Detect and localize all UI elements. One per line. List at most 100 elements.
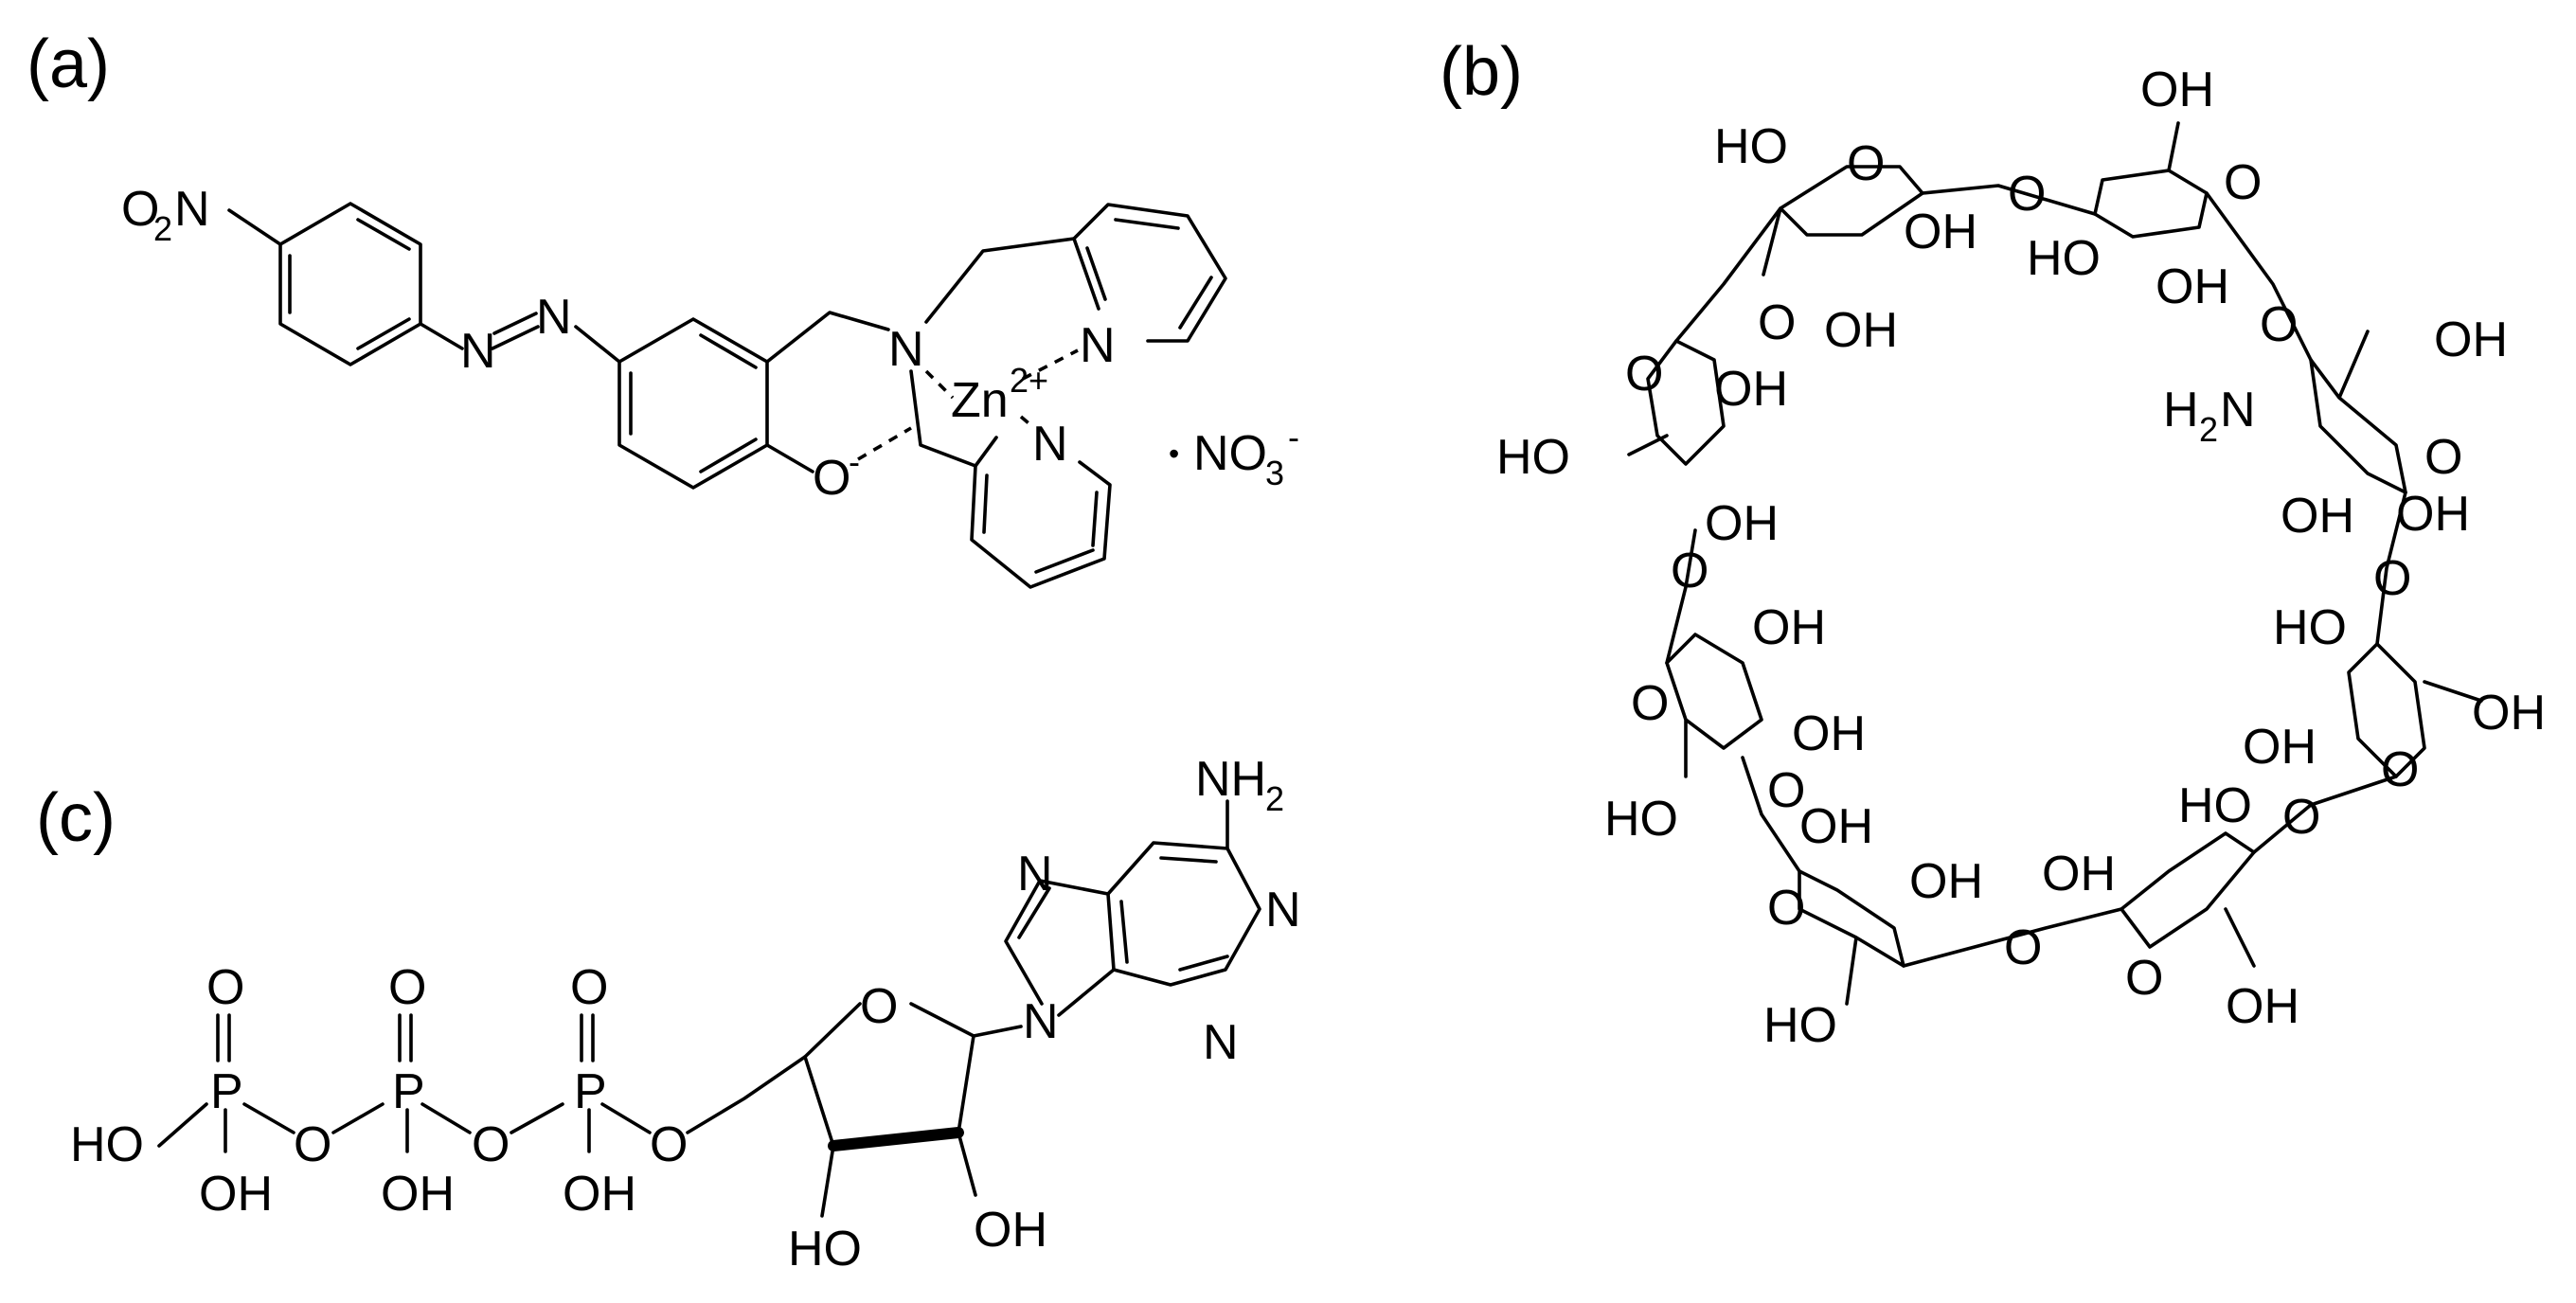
amino-subscript: 2: [2199, 410, 2218, 449]
hydroxyl-2: OH: [1904, 205, 1977, 259]
phosphorus-alpha: P: [210, 1064, 243, 1119]
ribose-substituent-bonds: [820, 1025, 1023, 1218]
hydroxyl-9: HO: [2273, 600, 2347, 655]
ring-oxygen-5: O: [2125, 951, 2163, 1006]
amino-nitrogen: N: [2220, 383, 2256, 437]
hydroxyl-24: OH: [2396, 487, 2470, 542]
ribose-hydroxyl-3: HO: [788, 1222, 862, 1276]
nitrate-counterion: NO: [1193, 426, 1267, 481]
azo-bond-1: [419, 322, 464, 350]
purine-n3: N: [1203, 1015, 1239, 1070]
hydroxyl-19: OH: [1752, 600, 1826, 655]
hydroxyl-15: OH: [1799, 799, 1873, 854]
phosphate-chain: [157, 1055, 807, 1148]
phosphoryl-double-bonds: [216, 1013, 595, 1062]
link-oxygen-3: O: [2373, 551, 2411, 606]
glucose-unit-6: [1798, 869, 1905, 1006]
amine-nitrogen: N: [888, 322, 924, 377]
hydroxyl-1: HO: [1714, 119, 1788, 174]
azo-nitrogen-1: N: [460, 324, 496, 379]
phosphate-hydroxyl-2: OH: [381, 1167, 455, 1222]
pyridine-2-nitrogen: N: [1032, 417, 1068, 472]
purine-imidazole: [1004, 879, 1116, 1017]
ring-oxygen-8: O: [1625, 347, 1663, 402]
hydroxyl-17: HO: [1763, 998, 1837, 1053]
zinc-atom: Zn: [951, 373, 1009, 428]
link-oxygen-5: O: [2004, 920, 2042, 975]
hydroxyl-20: OH: [1792, 706, 1866, 761]
panel-label-a: (a): [27, 27, 110, 102]
zinc-charge: 2+: [1010, 361, 1048, 400]
phenol-inner-bonds: [629, 333, 758, 473]
glucose-unit-3: [2309, 330, 2407, 494]
n-zn-dashed: [924, 369, 955, 400]
link-oxygen-8: O: [1758, 295, 1796, 350]
pyridylmethyl-2-bond: [909, 369, 977, 468]
benzyl-ch2-bond: [765, 311, 890, 364]
phenolate-bond: [765, 443, 814, 473]
nitro-nitrogen: N: [174, 182, 210, 237]
adenine-amine: NH: [1195, 752, 1266, 807]
lower-pyridine-ring: [970, 436, 1112, 589]
hydroxyl-22: OH: [1705, 496, 1779, 551]
pyridylmethyl-1-bond: [924, 237, 1076, 324]
hydroxyl-10: OH: [2472, 686, 2546, 741]
panel-label-b: (b): [1440, 34, 1523, 110]
phosphorus-gamma: P: [574, 1064, 607, 1119]
counterion-dot: •: [1169, 437, 1179, 471]
nitrate-charge: -: [1288, 418, 1299, 456]
hydroxyl-13: OH: [2042, 847, 2116, 901]
bridging-oxygen-1: O: [294, 1117, 331, 1172]
phenolate-zn-dashed: [857, 426, 912, 461]
hydroxyl-6: OH: [2156, 259, 2229, 314]
molecule-a-zinc-complex: O 2 N N N N Zn 2+ O - N N • NO 3 -: [121, 182, 1299, 589]
hydroxyl-4: OH: [2140, 62, 2214, 117]
phosphoryl-oxygen-2: O: [388, 960, 426, 1015]
phenol-ring: [617, 317, 769, 490]
nitrophenyl-ring: [278, 202, 422, 366]
ring-oxygen-6: O: [1767, 881, 1805, 936]
pyridine-1-nitrogen: N: [1080, 318, 1116, 373]
hydroxyl-7: OH: [2434, 312, 2508, 367]
phenolate-charge: -: [849, 442, 860, 481]
lower-pyridine-inner: [982, 473, 1099, 574]
glucose-unit-7: [1665, 633, 1763, 778]
link-oxygen-6: O: [1767, 763, 1805, 818]
amino-h: H: [2163, 383, 2199, 437]
azo-bond-2: [574, 325, 621, 364]
glucose-unit-2: [2093, 121, 2209, 239]
purine-inner-bonds: [1017, 856, 1229, 972]
ribose-wedge-bond: [828, 1127, 964, 1151]
phosphorus-beta: P: [392, 1064, 425, 1119]
purine-n9: N: [1023, 994, 1059, 1049]
bridging-oxygen-3: O: [650, 1117, 688, 1172]
ribose-ring-oxygen: O: [860, 979, 898, 1034]
link-oxygen-7: O: [1671, 544, 1708, 598]
phosphoryl-oxygen-3: O: [570, 960, 608, 1015]
azo-nitrogen-2: N: [536, 290, 572, 345]
link-oxygen-4: O: [2282, 790, 2320, 845]
bridging-oxygen-2: O: [472, 1117, 510, 1172]
hydroxyl-3: OH: [1824, 303, 1898, 358]
glucose-unit-1: [1762, 165, 1924, 277]
phosphoryl-oxygen-1: O: [206, 960, 244, 1015]
hydroxyl-11: OH: [2243, 720, 2317, 775]
ring-oxygen-2: O: [2224, 155, 2262, 210]
link-oxygen-2: O: [2260, 297, 2298, 352]
ribose-hydroxyl-2: OH: [974, 1203, 1047, 1258]
upper-pyridine-ring: [1072, 203, 1227, 343]
molecule-c-atp: NH 2 N N N N O O O P P P O O O O HO OH O…: [70, 752, 1301, 1276]
phosphate-oh-bonds: [224, 1108, 591, 1153]
terminal-hydroxyl: HO: [70, 1117, 144, 1172]
nitro-subscript: 2: [153, 209, 172, 248]
hydroxyl-23: HO: [1496, 430, 1570, 485]
purine-n7: N: [1017, 847, 1053, 901]
molecule-b-amino-cyclodextrin: O O O O O O O O O O O O O O O O HO OH OH…: [1496, 62, 2546, 1053]
nitrate-subscript: 3: [1265, 454, 1284, 492]
ring-oxygen-7: O: [1631, 676, 1669, 731]
hydroxyl-18: HO: [1604, 792, 1678, 847]
ring-oxygen-4: O: [2381, 742, 2419, 797]
purine-pyrimidine: [1106, 841, 1261, 987]
panel-label-c: (c): [36, 780, 116, 856]
azo-double-bond: [491, 312, 540, 350]
